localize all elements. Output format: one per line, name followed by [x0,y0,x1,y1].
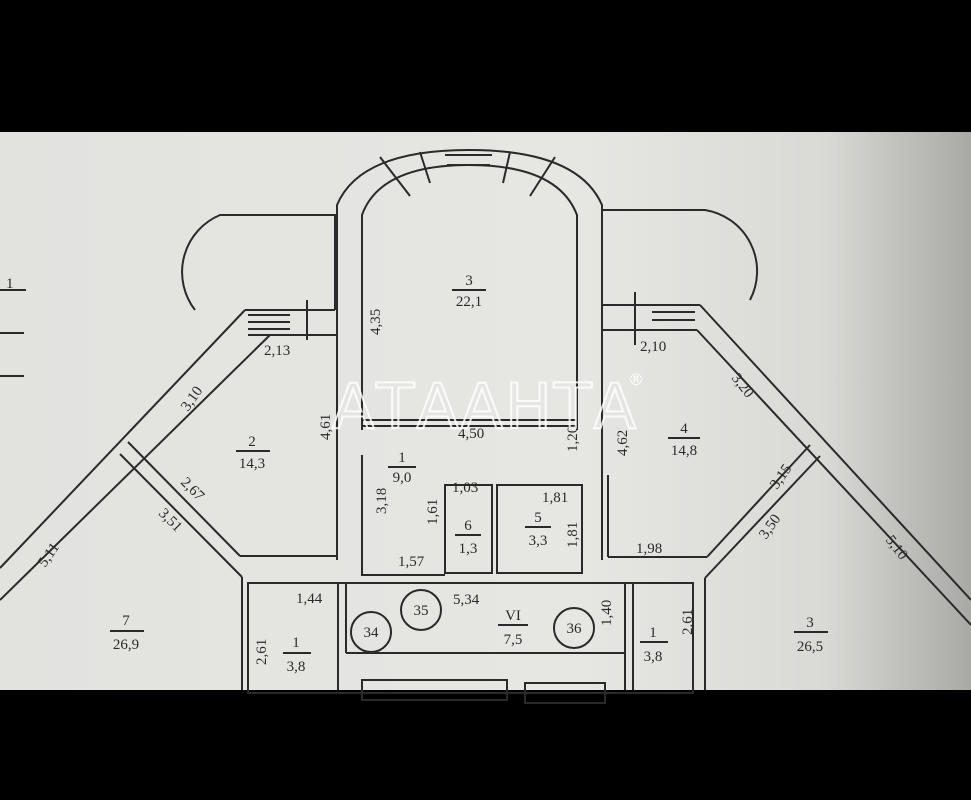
svg-text:22,1: 22,1 [456,294,482,310]
svg-text:14,8: 14,8 [671,443,697,459]
svg-text:14,3: 14,3 [239,456,265,472]
svg-text:1: 1 [649,625,657,641]
marker-36 [553,607,595,649]
svg-text:1,57: 1,57 [398,554,425,570]
room-1-hall: 19,0 [388,450,416,486]
svg-text:1: 1 [398,450,406,466]
svg-text:1,81: 1,81 [542,490,568,506]
svg-text:26,5: 26,5 [797,639,823,655]
svg-text:АТААНТА: АТААНТА [332,370,638,443]
svg-text:26,9: 26,9 [113,637,139,653]
walls [0,148,971,704]
svg-text:35: 35 [414,603,429,619]
room-7: 726,9 [110,613,144,653]
paper [0,132,971,690]
svg-text:3,8: 3,8 [644,649,663,665]
svg-text:1,40: 1,40 [599,600,615,626]
svg-text:34: 34 [364,625,380,641]
svg-text:3: 3 [806,615,814,631]
svg-text:4: 4 [680,421,688,437]
markers: 34 35 36 [350,589,595,653]
marker-34 [350,611,392,653]
svg-text:2: 2 [248,434,256,450]
svg-text:2,61: 2,61 [254,639,270,665]
room-3-top: 322,1 [452,273,486,310]
room-3-right: 326,5 [794,615,828,655]
room-1-right: 13,8 [640,625,668,665]
svg-text:9,0: 9,0 [393,470,412,486]
svg-text:2,61: 2,61 [680,609,696,635]
room-5: 53,3 [525,510,551,549]
svg-text:3,8: 3,8 [287,659,306,675]
svg-text:2,13: 2,13 [264,343,290,359]
room-2: 214,3 [236,434,270,472]
svg-text:3,3: 3,3 [529,533,548,549]
svg-text:4,50: 4,50 [458,426,484,442]
svg-text:3,18: 3,18 [374,488,390,514]
marker-35 [400,589,442,631]
svg-text:36: 36 [567,621,583,637]
svg-text:1,61: 1,61 [425,499,441,525]
svg-text:1,81: 1,81 [565,522,581,548]
legend-marks: 1 [0,276,26,377]
svg-text:1: 1 [292,635,300,651]
svg-text:®: ® [628,370,644,389]
svg-text:1,03: 1,03 [452,480,478,496]
room-vi: VI 7,5 [498,608,528,648]
room-labels: 322,1 214,3 19,0 414,8 61,3 53,3 726,9 V… [110,273,828,675]
room-1-left: 13,8 [283,635,311,675]
svg-text:5: 5 [534,510,542,526]
svg-text:7: 7 [122,613,130,629]
watermark-logo: АТААНТА ® [331,369,644,444]
svg-text:1,44: 1,44 [296,591,323,607]
svg-text:1,98: 1,98 [636,541,662,557]
svg-text:4,61: 4,61 [318,414,334,440]
svg-text:4,35: 4,35 [368,309,384,335]
svg-text:5,34: 5,34 [453,592,480,608]
svg-text:6: 6 [464,518,472,534]
svg-text:1,3: 1,3 [459,541,478,557]
room-6: 61,3 [455,518,481,557]
svg-text:VI: VI [505,608,521,624]
legend-number: 1 [6,276,14,292]
svg-text:7,5: 7,5 [504,632,523,648]
svg-text:4,62: 4,62 [615,430,631,456]
svg-text:2,10: 2,10 [640,339,666,355]
room-4: 414,8 [668,421,700,459]
svg-text:3: 3 [465,273,473,289]
svg-text:1,20: 1,20 [565,426,581,452]
